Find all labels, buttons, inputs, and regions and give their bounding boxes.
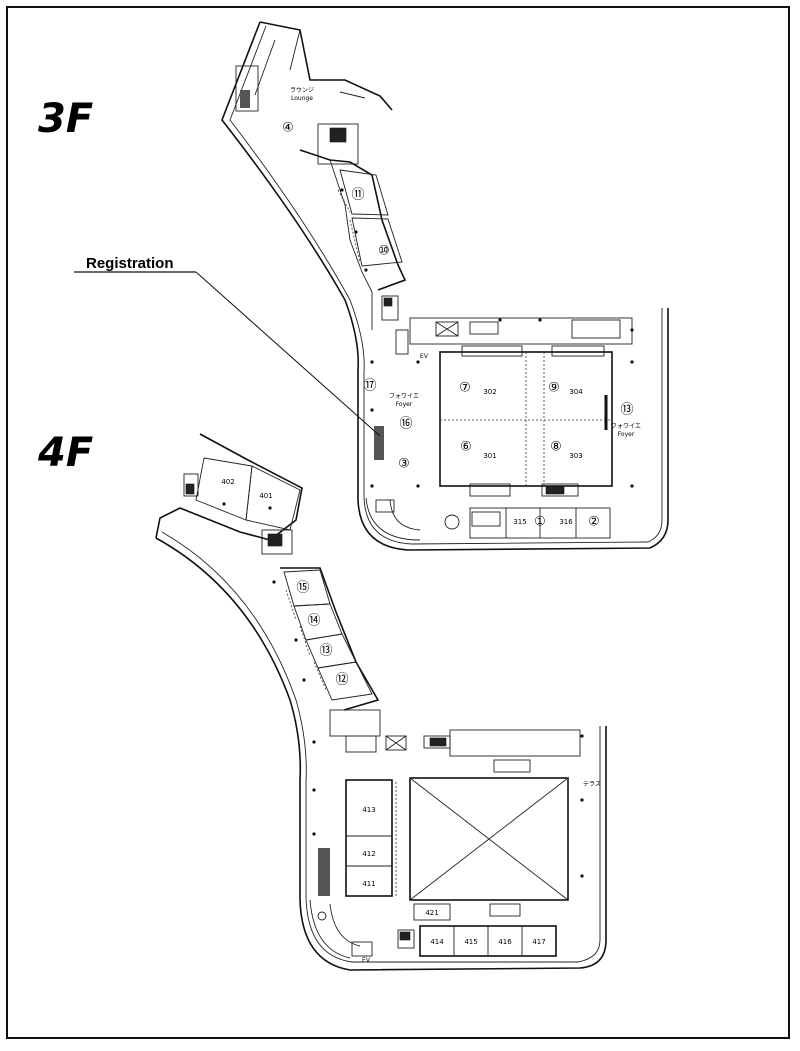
wing-room-11 [339, 169, 389, 216]
room-417: 417 [532, 938, 545, 946]
wing-room-10 [351, 217, 403, 267]
room-401-area [245, 465, 301, 531]
marker-17: ⑰ [363, 379, 376, 394]
room-413: 413 [362, 806, 375, 814]
room-301: 301 [483, 452, 496, 460]
marker-6: ⑥ [460, 440, 472, 455]
registration-callout: Registration [74, 255, 381, 437]
4f-wing-core [261, 529, 293, 555]
3f-wing-top [259, 21, 393, 111]
terrace-label: テラス [583, 781, 601, 788]
floor-4f-plan: 402 401 413 412 411 421 414 415 416 417 … [155, 433, 607, 971]
marker-3: ③ [398, 457, 410, 472]
room-415: 415 [464, 938, 477, 946]
4f-wing-rooms-outline [280, 567, 380, 711]
foyer-label-jp: フォワイエ [389, 393, 419, 400]
marker-13: ⑬ [620, 403, 633, 418]
3f-ev-label: EV [420, 353, 429, 360]
marker-4f-13: ⑬ [319, 644, 332, 659]
marker-9: ⑨ [548, 381, 560, 396]
lounge-block [235, 65, 259, 112]
room-401: 401 [259, 492, 272, 500]
marker-2: ② [588, 515, 600, 530]
room-303: 303 [569, 452, 582, 460]
wing-room-12 [317, 661, 373, 701]
4f-left-rooms [345, 779, 393, 897]
foyer2-label-en: Foyer [618, 431, 635, 438]
3f-ev-box [435, 321, 459, 337]
room-304: 304 [569, 388, 583, 396]
4f-ev-label: EV [362, 957, 371, 964]
hall-x2 [409, 777, 569, 901]
4f-wing-top [155, 433, 303, 541]
marker-16: ⑯ [399, 417, 412, 432]
marker-8: ⑧ [550, 440, 562, 455]
map-border [6, 6, 790, 1039]
3f-wing-inner [299, 149, 407, 291]
3f-stair-core [317, 123, 359, 165]
3f-columns [340, 188, 634, 488]
room-316: 316 [559, 518, 573, 526]
3f-wing-inner2 [329, 159, 373, 330]
4f-outer-wall-inner [161, 531, 601, 963]
lounge-label-jp: ラウンジ [290, 86, 314, 94]
3f-outer-wall-inner [229, 25, 663, 545]
room-302: 302 [483, 388, 496, 396]
floor-3f-plan: ラウンジ Lounge フォワイエ Foyer フォワイエ Foyer 302 … [221, 21, 669, 551]
4f-stairs [318, 848, 330, 896]
lounge-label-en: Lounge [291, 95, 313, 102]
registration-desk [374, 426, 384, 460]
room-421: 421 [425, 909, 438, 917]
room-412: 412 [362, 850, 375, 858]
room-402-area [195, 457, 253, 521]
wing-partition [337, 189, 361, 263]
marker-7: ⑦ [459, 381, 471, 396]
3f-stair-core-fill [329, 127, 347, 143]
marker-4f-14: ⑭ [307, 614, 320, 629]
foyer2-label-jp: フォワイエ [611, 423, 641, 430]
marker-4f-15: ⑮ [296, 581, 309, 596]
room-315: 315 [513, 518, 526, 526]
marker-1: ① [534, 515, 546, 530]
4f-main-hall [409, 777, 569, 901]
registration-label: Registration [86, 255, 174, 272]
room-414: 414 [430, 938, 444, 946]
room-411: 411 [362, 880, 375, 888]
3f-outer-wall [221, 21, 669, 551]
marker-10: ⑩ [378, 244, 390, 259]
floor-label-4f: 4F [37, 430, 93, 476]
lounge-stairs [240, 90, 250, 108]
foyer-label-en: Foyer [396, 401, 413, 408]
marker-4f-12: ⑫ [335, 673, 348, 688]
marker-4: ④ [282, 121, 294, 136]
floor-label-3f: 3F [38, 96, 93, 142]
marker-11: ⑪ [351, 188, 364, 203]
room-421-box [413, 903, 451, 921]
room-416: 416 [498, 938, 512, 946]
room-402: 402 [221, 478, 234, 486]
4f-outer-wall [155, 537, 607, 971]
